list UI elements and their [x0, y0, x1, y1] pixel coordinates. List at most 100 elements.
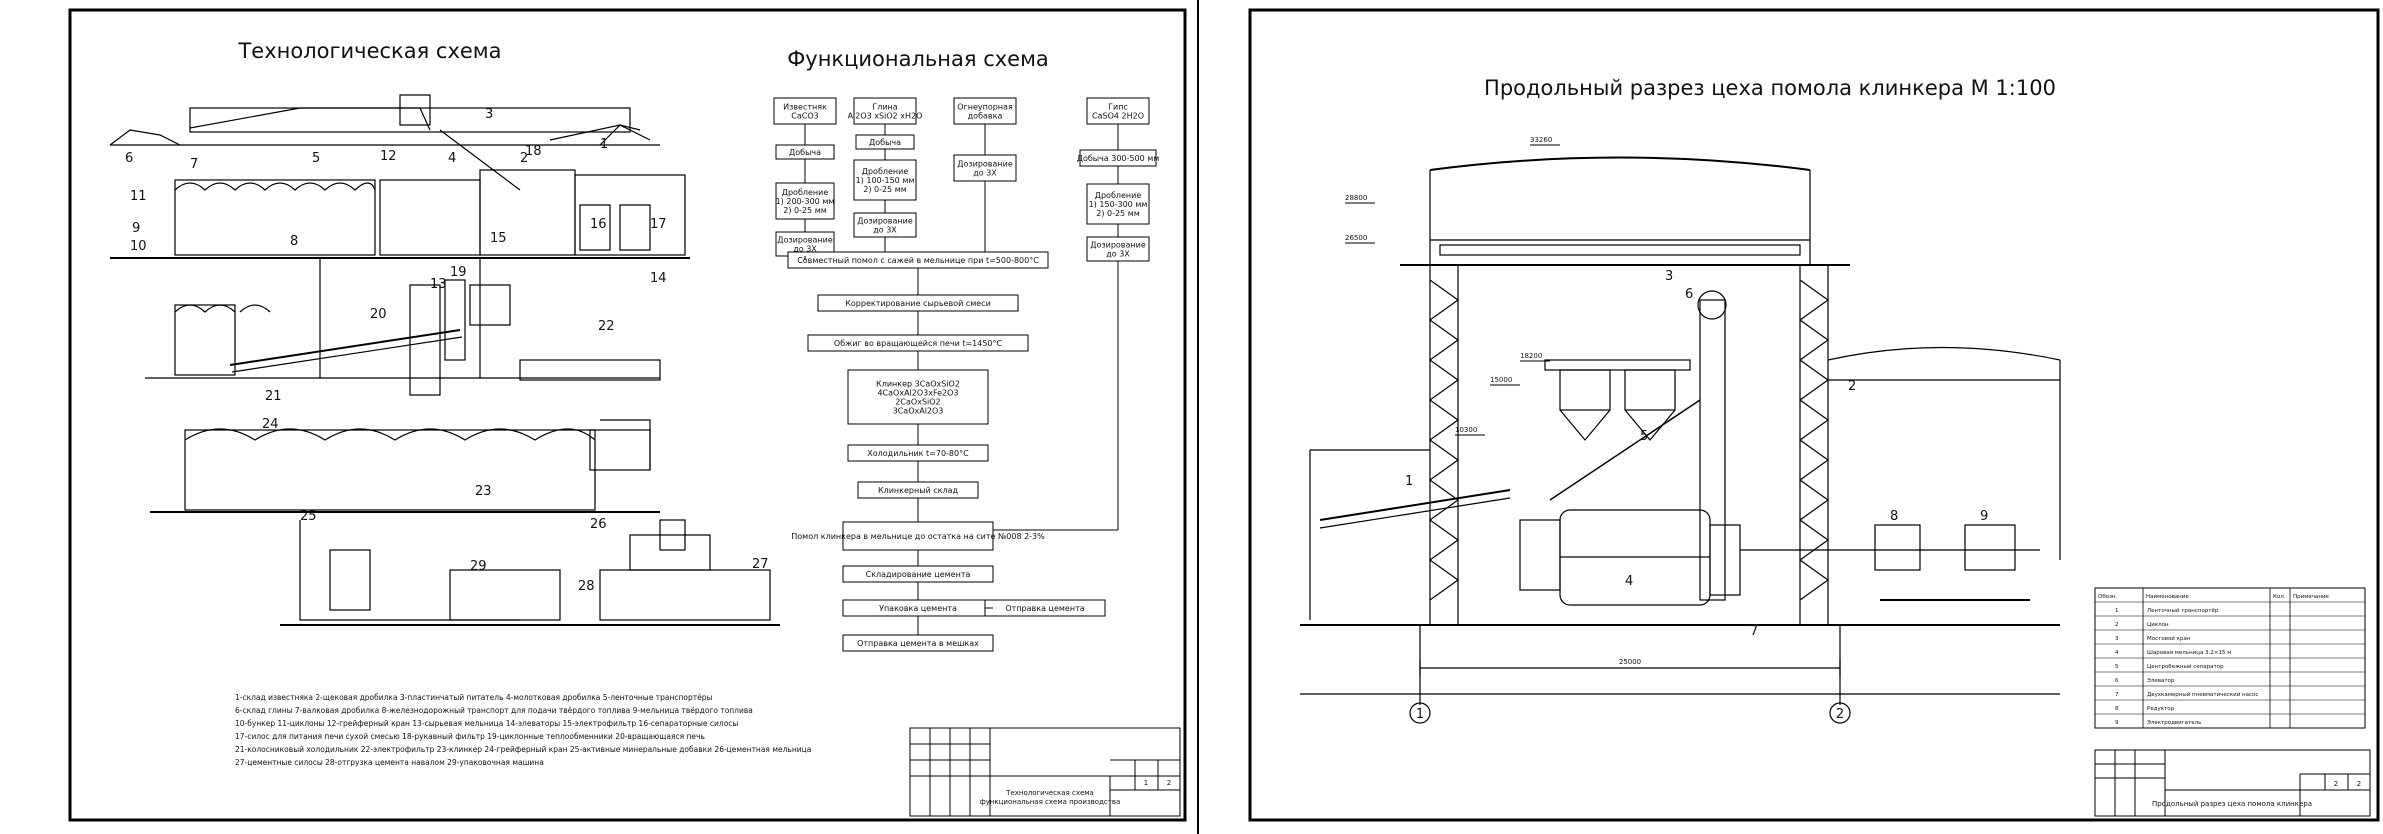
tech-label: 11: [130, 189, 147, 204]
tech-label: 12: [380, 149, 397, 164]
tech-label: 25: [300, 509, 317, 524]
mining-step: Добыча: [869, 138, 901, 147]
elevation-mark: 10300: [1455, 426, 1477, 434]
sheet2-frame: [1248, 8, 2380, 822]
crushing-step-box: [853, 159, 917, 201]
crushing-step-box: [775, 182, 835, 220]
tech-label: 3: [485, 107, 493, 122]
func-scheme-title: Функциональная схема: [787, 47, 1049, 71]
table-cell-pos: 8: [2115, 706, 2119, 712]
part-label: 1: [1405, 474, 1413, 489]
tech-label: 27: [752, 557, 769, 572]
part-label: 5: [1640, 429, 1648, 444]
table-cell-pos: 7: [2115, 692, 2119, 698]
table-cell-pos: 4: [2115, 650, 2119, 656]
tech-label: 4: [448, 151, 456, 166]
table-cell-name: Электродвигатель: [2147, 720, 2201, 726]
table-cell-name: Элеватор: [2147, 678, 2175, 684]
elevation-mark: 26500: [1345, 234, 1367, 242]
part-label: 8: [1890, 509, 1898, 524]
sheet2-stamp: [2094, 749, 2371, 817]
sheet1-stamp-sheet: 1: [1144, 779, 1148, 787]
legend-line: 21-колосниковый холодильник 22-электрофи…: [235, 745, 811, 754]
elevation-mark: 15000: [1490, 376, 1512, 384]
process-step: Складирование цемента: [866, 570, 971, 579]
table-cell-pos: 6: [2115, 678, 2119, 684]
tech-label: 2: [520, 151, 528, 166]
table-header: Обозн.: [2098, 594, 2118, 600]
part-label: 7: [1750, 624, 1758, 639]
table-header: Примечание: [2293, 594, 2330, 600]
tech-label: 8: [290, 234, 298, 249]
table-cell-pos: 9: [2115, 720, 2119, 726]
part-label: 2: [1848, 379, 1856, 394]
tech-label: 1: [600, 137, 608, 152]
process-step: Упаковка цемента: [879, 604, 957, 613]
tech-label: 5: [312, 151, 320, 166]
table-cell-pos: 1: [2115, 608, 2119, 614]
process-step-box: [847, 369, 989, 425]
process-step: Совместный помол с сажей в мельнице при …: [797, 256, 1039, 265]
table-cell-pos: 2: [2115, 622, 2119, 628]
sheet2-stamp-sheets: 2: [2357, 780, 2361, 788]
mining-step: Добыча: [789, 148, 821, 157]
process-step: Отправка цемента в мешках: [857, 639, 979, 648]
tech-label: 9: [132, 221, 140, 236]
mill-building-section: [1300, 156, 2061, 724]
crushing-step-box: [1086, 183, 1150, 225]
input-material-box: [953, 97, 1017, 125]
sheet1-stamp-sheets: 2: [1167, 779, 1171, 787]
tech-label: 23: [475, 484, 492, 499]
tech-label: 17: [650, 217, 667, 232]
grid-axis-2: 2: [1836, 707, 1844, 722]
legend-line: 1-склад известняка 2-щековая дробилка 3-…: [235, 693, 712, 702]
side-shipment: Отправка цемента: [1005, 604, 1084, 613]
part-label: 6: [1685, 287, 1693, 302]
section-title: Продольный разрез цеха помола клинкера М…: [1484, 76, 2056, 100]
part-label: 9: [1980, 509, 1988, 524]
tech-label: 13: [430, 277, 447, 292]
input-material-box: [773, 97, 837, 125]
process-step: Клинкерный склад: [878, 486, 959, 495]
tech-label: 15: [490, 231, 507, 246]
part-label: 3: [1665, 269, 1673, 284]
sheet2-stamp-sheet: 2: [2334, 780, 2338, 788]
table-cell-name: Центробежный сепаратор: [2147, 663, 2224, 670]
table-cell-name: Двухкамерный пневматический насос: [2147, 691, 2258, 698]
table-cell-pos: 5: [2115, 664, 2119, 670]
process-step: Холодильник t=70-80°C: [867, 449, 969, 458]
tech-label: 20: [370, 307, 387, 322]
input-material-box: [853, 97, 917, 125]
sheet1-stamp: [909, 727, 1181, 817]
sheet1-frame: [68, 0, 1199, 834]
tech-label: 28: [578, 579, 595, 594]
process-step: Обжиг во вращающейся печи t=1450°C: [834, 339, 1003, 348]
table-cell-name: Шаровая мельница 3,2×15 м: [2147, 650, 2231, 656]
equipment-legend: 1-склад известняка 2-щековая дробилка 3-…: [235, 693, 811, 767]
tech-label: 24: [262, 417, 279, 432]
elevation-mark: 33260: [1530, 136, 1552, 144]
legend-line: 6-склад глины 7-валковая дробилка 8-желе…: [235, 706, 753, 715]
table-cell-pos: 3: [2115, 636, 2119, 642]
table-header: Наименование: [2146, 594, 2189, 600]
elevation-mark: 18200: [1520, 352, 1542, 360]
legend-line: 27-цементные силосы 28-отгрузка цемента …: [235, 758, 544, 767]
table-cell-name: Мостовой кран: [2147, 635, 2191, 642]
tech-label: 29: [470, 559, 487, 574]
process-step: Корректирование сырьевой смеси: [845, 299, 991, 308]
tech-label: 22: [598, 319, 615, 334]
tech-label: 18: [525, 144, 542, 159]
